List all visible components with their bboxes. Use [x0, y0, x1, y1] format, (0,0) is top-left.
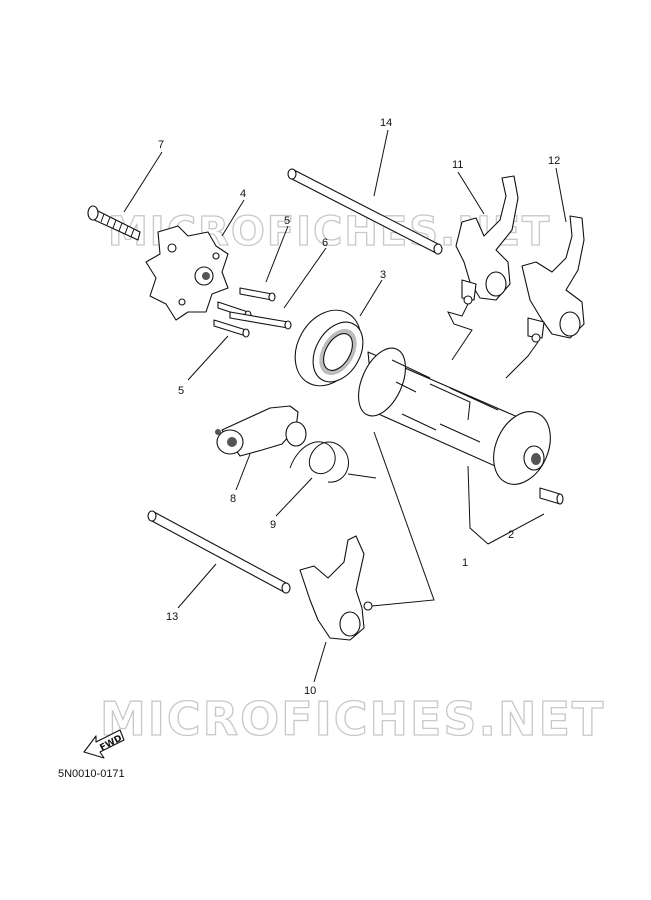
callout-labels: 1 2 3 4 5 5 6 7 8 9 10 11 12 13 14 [158, 117, 560, 697]
part-14-shaft [287, 168, 443, 255]
part-7-pin [87, 205, 141, 241]
part-9-spring [289, 441, 377, 483]
part-2-pin [539, 487, 564, 505]
callout-10: 10 [304, 685, 316, 697]
leader-lines [123, 129, 567, 683]
part-1-shift-drum [358, 347, 551, 485]
part-6-pin [229, 311, 292, 330]
callout-3: 3 [380, 269, 386, 281]
part-12-shift-fork [521, 215, 585, 343]
callout-5-upper: 5 [284, 215, 290, 227]
part-10-shift-fork [299, 535, 373, 641]
callout-6: 6 [322, 237, 328, 249]
callout-2: 2 [508, 529, 514, 541]
part-4-segment [145, 225, 229, 321]
callout-9: 9 [270, 519, 276, 531]
callout-12: 12 [548, 155, 560, 167]
callout-8: 8 [230, 493, 236, 505]
callout-5-lower: 5 [178, 385, 184, 397]
part-13-shaft [147, 510, 291, 594]
callout-14: 14 [380, 117, 392, 129]
part-11-shift-fork [455, 175, 519, 305]
callout-13: 13 [166, 611, 178, 623]
part-3-bearing [294, 309, 364, 387]
part-5-pins-upper [239, 287, 276, 302]
callout-1: 1 [462, 557, 468, 569]
diagram-part-code: 5N0010-0171 [58, 768, 125, 780]
watermark-lower: MICROFICHES.NET [100, 692, 605, 746]
part-8-stopper-lever [215, 405, 307, 457]
callout-11: 11 [452, 159, 463, 171]
callout-7: 7 [158, 139, 164, 151]
callout-4: 4 [240, 188, 246, 200]
